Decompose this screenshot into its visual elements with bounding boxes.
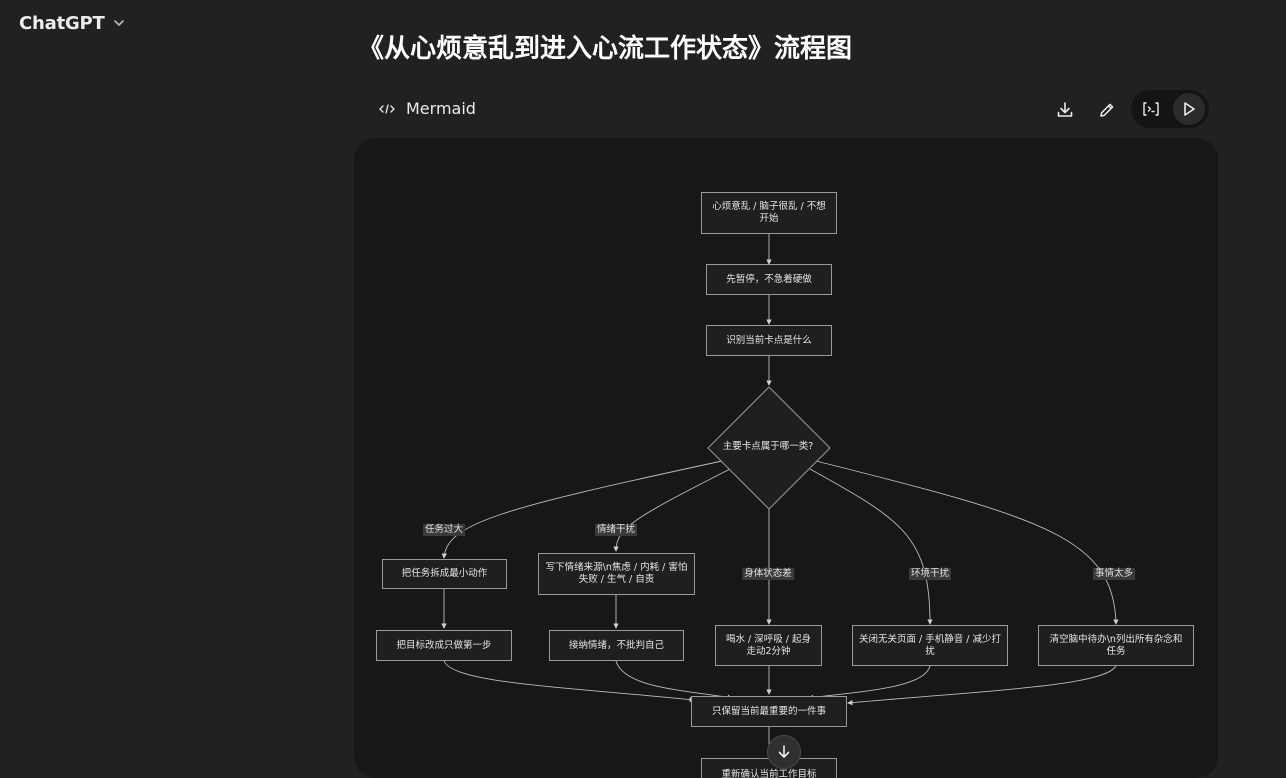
model-name: ChatGPT (19, 12, 105, 34)
edge-label-env: 环境干扰 (908, 568, 952, 580)
node-identify[interactable]: 识别当前卡点是什么 (706, 325, 832, 356)
language-label: Mermaid (406, 99, 476, 118)
view-toggle (1131, 90, 1209, 128)
pencil-icon (1097, 100, 1117, 120)
download-icon (1055, 100, 1075, 120)
node-env-act[interactable]: 关闭无关页面 / 手机静音 / 减少打扰 (852, 625, 1008, 666)
arrow-down-icon (776, 744, 792, 760)
edge-label-body: 身体状态差 (742, 568, 794, 580)
node-many-act[interactable]: 清空脑中待办\n列出所有杂念和任务 (1038, 625, 1194, 666)
diagram-edges (441, 234, 1119, 758)
edge-label-many: 事情太多 (1092, 568, 1136, 580)
edge-label-emotion: 情绪干扰 (594, 524, 638, 536)
message-title: 《从心烦意乱到进入心流工作状态》流程图 (358, 34, 853, 64)
preview-button[interactable] (1173, 93, 1205, 125)
scroll-to-bottom-button[interactable] (767, 735, 801, 769)
node-emo-write[interactable]: 写下情绪来源\n焦虑 / 内耗 / 害怕失败 / 生气 / 自责 (538, 553, 695, 595)
chevron-down-icon (113, 17, 125, 29)
edit-button[interactable] (1095, 98, 1119, 122)
node-pause[interactable]: 先暂停，不急着硬做 (706, 264, 832, 295)
node-decision[interactable]: 主要卡点属于哪一类? (722, 441, 814, 452)
play-icon (1180, 100, 1198, 118)
code-view-icon (1141, 101, 1161, 117)
node-focus[interactable]: 只保留当前最重要的一件事 (691, 696, 847, 727)
node-task-goal[interactable]: 把目标改成只做第一步 (376, 630, 512, 661)
decision-diamond (707, 386, 831, 510)
node-body-act[interactable]: 喝水 / 深呼吸 / 起身走动2分钟 (715, 625, 822, 666)
code-block-header: Mermaid (366, 90, 1210, 130)
view-code-button[interactable] (1135, 93, 1167, 125)
model-selector[interactable]: ChatGPT (19, 10, 125, 36)
language-tag: Mermaid (378, 99, 476, 118)
node-task-split[interactable]: 把任务拆成最小动作 (382, 559, 507, 589)
node-emo-accept[interactable]: 接纳情绪，不批判自己 (549, 630, 684, 661)
download-button[interactable] (1053, 98, 1077, 122)
edge-label-task: 任务过大 (422, 524, 466, 536)
code-icon (378, 102, 396, 116)
diagram-preview[interactable]: 心烦意乱 / 脑子很乱 / 不想开始 先暂停，不急着硬做 识别当前卡点是什么 主… (354, 138, 1218, 778)
node-start[interactable]: 心烦意乱 / 脑子很乱 / 不想开始 (701, 192, 837, 234)
